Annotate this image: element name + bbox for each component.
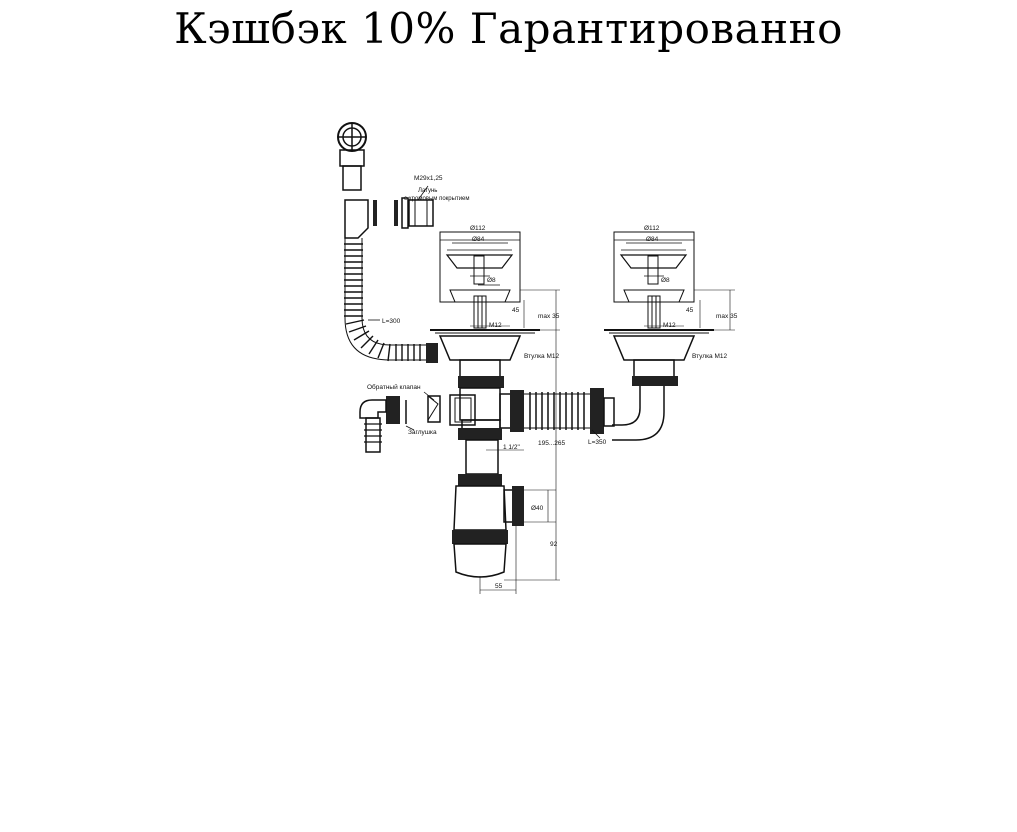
connecting-hose xyxy=(524,388,615,439)
right-height-45: 45 xyxy=(686,307,694,314)
right-max-35: max 35 xyxy=(716,313,738,320)
promo-title: Кэшбэк 10% Гарантированно xyxy=(174,4,843,53)
material-label-1: Латунь xyxy=(418,188,437,194)
trap-height-92: 92 xyxy=(550,541,558,548)
right-elbow-pipe xyxy=(612,386,665,441)
promo-banner: Кэшбэк 10% Гарантированно xyxy=(0,0,1017,62)
inch-thread-label: 1 1/2" xyxy=(503,444,520,451)
check-valve-assembly xyxy=(359,391,441,453)
right-sleeve-label: Втулка M12 xyxy=(692,353,728,360)
right-thread-m12: M12 xyxy=(663,322,676,329)
trap-dimensions xyxy=(479,449,560,594)
outlet-diameter-40: Ø40 xyxy=(531,505,544,512)
hose-right-length: L=350 xyxy=(588,439,607,446)
hose-left-length: L=300 xyxy=(382,318,401,325)
height-range-label: 195...265 xyxy=(538,440,565,447)
left-diameter-8: Ø8 xyxy=(487,277,496,284)
left-strainer xyxy=(430,231,540,388)
right-diameter-84: Ø84 xyxy=(646,236,659,243)
bottle-trap xyxy=(452,439,524,578)
right-strainer xyxy=(604,231,735,386)
overflow-hose xyxy=(344,238,438,363)
left-sleeve-label: Втулка M12 xyxy=(524,353,560,360)
left-diameter-84: Ø84 xyxy=(472,236,485,243)
right-diameter-8: Ø8 xyxy=(661,277,670,284)
material-label-2: с хромовым покрытием xyxy=(404,196,470,202)
check-valve-label: Обратный клапан xyxy=(367,383,421,391)
central-tee xyxy=(449,387,524,440)
left-max-35: max 35 xyxy=(538,313,560,320)
overflow-grate xyxy=(337,122,367,191)
left-height-45: 45 xyxy=(512,307,520,314)
left-diameter-112: Ø112 xyxy=(470,225,486,232)
left-strainer-dimensions xyxy=(440,231,560,450)
overflow-elbow xyxy=(344,185,434,239)
right-diameter-112: Ø112 xyxy=(644,225,660,232)
plug-label: Заглушка xyxy=(408,429,437,436)
trap-width-55: 55 xyxy=(495,583,503,590)
thread-label: M29x1,25 xyxy=(414,175,443,182)
left-thread-m12: M12 xyxy=(489,322,502,329)
